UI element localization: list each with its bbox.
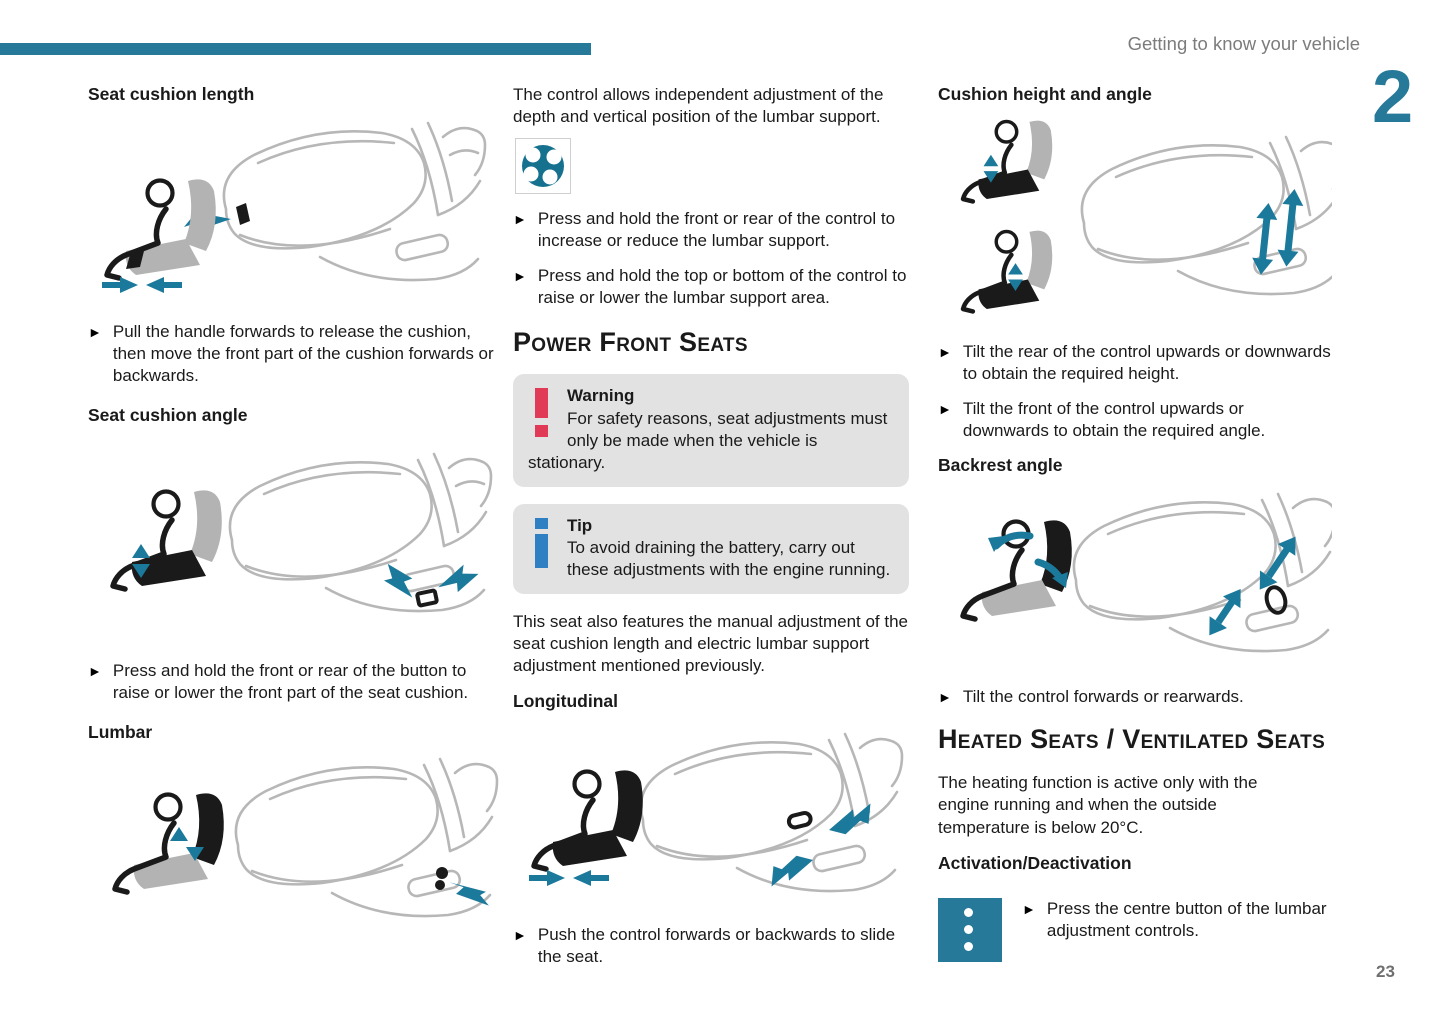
bullet-text: Push the control forwards or backwards t…	[537, 925, 896, 967]
backrest-angle-drawing	[960, 493, 1332, 653]
manual-note-paragraph: This seat also features the manual adjus…	[513, 612, 909, 676]
bullet-arrow-icon: ►	[938, 689, 952, 706]
heading-power-front-seats: Power Front Seats	[513, 326, 748, 357]
backrest-angle-illustration	[938, 486, 1332, 676]
lumbar-illustration	[88, 753, 502, 939]
four-way-control-icon	[522, 145, 564, 188]
seat-cushion-angle-illustration	[88, 436, 502, 650]
chapter-number: 2	[1372, 55, 1414, 138]
heading-activation-deactivation: Activation/Deactivation	[938, 852, 1132, 873]
bullet-text: Press the centre button of the lumbar ad…	[1046, 898, 1327, 940]
longitudinal-illustration	[513, 722, 909, 914]
warning-text: For safety reasons, seat adjustments mus…	[528, 408, 888, 472]
seat-cushion-length-illustration	[88, 115, 502, 311]
tip-title: Tip	[567, 515, 593, 535]
bullet-item: ► Press and hold the front or rear of th…	[513, 208, 909, 252]
bullet-text: Tilt the control forwards or rearwards.	[962, 687, 1244, 707]
left-column: Seat cushion length	[88, 84, 502, 949]
middle-column: The control allows independent adjustmen…	[513, 84, 909, 982]
bullet-arrow-icon: ►	[513, 268, 527, 285]
right-column: Cushion height and angle	[938, 84, 1332, 962]
lumbar-knob-icon	[515, 138, 571, 195]
bullet-text: Press and hold the front or rear of the …	[112, 661, 469, 703]
bullet-arrow-icon: ►	[88, 324, 102, 340]
bullet-text: Tilt the front of the control upwards or…	[962, 399, 1266, 441]
lumbar-intro-paragraph: The control allows independent adjustmen…	[513, 85, 884, 127]
bullet-arrow-icon: ►	[513, 927, 527, 944]
bullet-item: ► Pull the handle forwards to release th…	[88, 321, 502, 387]
bullet-arrow-icon: ►	[1022, 900, 1036, 917]
cushion-height-angle-illustration	[938, 115, 1332, 331]
running-header: Getting to know your vehicle	[1127, 33, 1360, 54]
activation-row: ► Press the centre button of the lumbar …	[938, 894, 1332, 962]
cushion-height-angle-drawing	[960, 119, 1332, 314]
bullet-text: Pull the handle forwards to release the …	[112, 322, 494, 386]
page-number: 23	[1376, 962, 1395, 981]
seat-cushion-angle-drawing	[110, 452, 493, 613]
heading-backrest-angle: Backrest angle	[938, 455, 1063, 476]
tip-box: Tip To avoid draining the battery, carry…	[513, 503, 909, 595]
heading-seat-cushion-angle: Seat cushion angle	[88, 405, 248, 426]
lumbar-drawing	[112, 758, 499, 918]
tip-text: To avoid draining the battery, carry out…	[567, 537, 891, 579]
bullet-arrow-icon: ►	[88, 663, 102, 680]
heading-heated-ventilated-seats: Heated Seats / Ventilated Seats	[938, 724, 1326, 755]
longitudinal-drawing	[529, 733, 904, 893]
centre-button-icon	[938, 897, 1002, 962]
bullet-item: ► Press and hold the front or rear of th…	[88, 660, 502, 704]
heading-seat-cushion-length: Seat cushion length	[88, 84, 255, 104]
bullet-arrow-icon: ►	[938, 401, 952, 418]
bullet-arrow-icon: ►	[938, 344, 952, 360]
seat-cushion-length-drawing	[102, 121, 487, 293]
bullet-item: ► Press the centre button of the lumbar …	[1022, 898, 1332, 942]
heading-cushion-height-angle: Cushion height and angle	[938, 84, 1152, 104]
bullet-text: Press and hold the front or rear of the …	[537, 209, 896, 251]
warning-icon	[530, 388, 554, 438]
bullet-arrow-icon: ►	[513, 211, 527, 228]
bullet-text: Tilt the rear of the control upwards or …	[962, 342, 1331, 384]
chapter-accent-bar	[0, 43, 591, 55]
heated-seats-paragraph: The heating function is active only with…	[938, 773, 1258, 837]
warning-box: Warning For safety reasons, seat adjustm…	[513, 374, 909, 487]
bullet-item: ► Tilt the front of the control upwards …	[938, 398, 1332, 442]
bullet-item: ► Tilt the control forwards or rearwards…	[938, 686, 1332, 708]
info-icon	[530, 517, 554, 568]
bullet-item: ► Tilt the rear of the control upwards o…	[938, 341, 1332, 385]
heading-lumbar: Lumbar	[88, 722, 153, 743]
heading-longitudinal: Longitudinal	[513, 691, 618, 712]
bullet-item: ► Push the control forwards or backwards…	[513, 924, 909, 968]
bullet-text: Press and hold the top or bottom of the …	[537, 266, 907, 308]
warning-title: Warning	[567, 386, 635, 406]
bullet-item: ► Press and hold the top or bottom of th…	[513, 265, 909, 309]
